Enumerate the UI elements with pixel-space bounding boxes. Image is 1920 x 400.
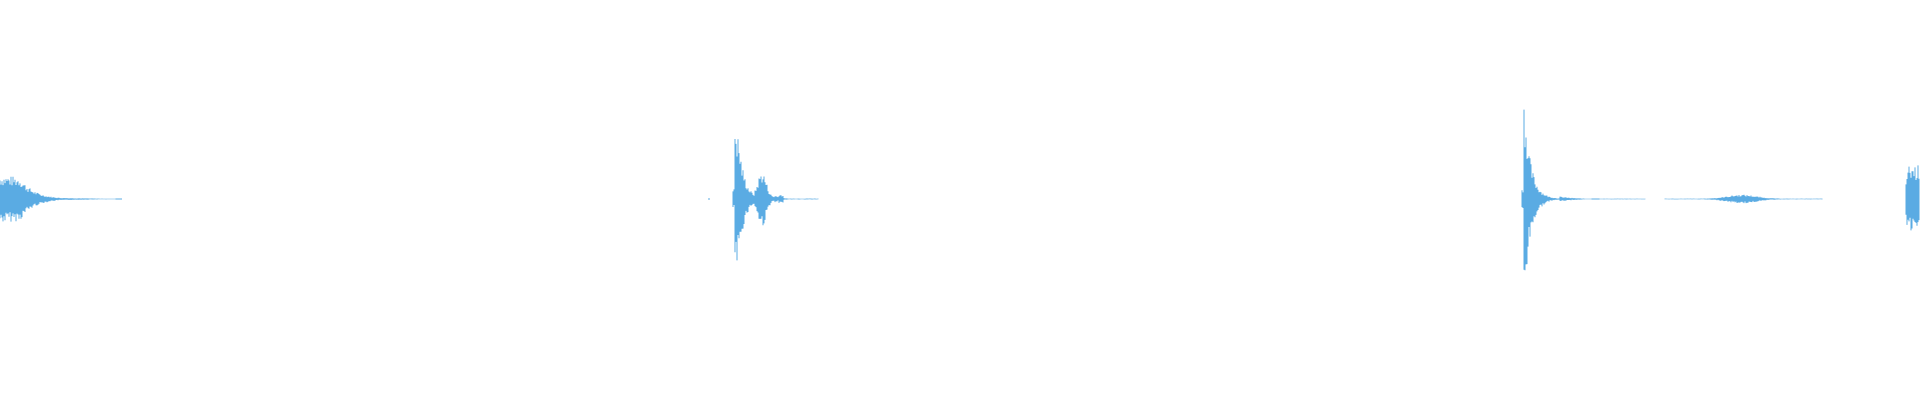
waveform-clip-5 <box>1905 165 1920 231</box>
waveform-clip-4 <box>1664 194 1823 204</box>
waveform-clip-1 <box>0 176 119 222</box>
waveform-clip-2 <box>732 139 819 261</box>
waveform-clip-3 <box>1521 109 1646 271</box>
